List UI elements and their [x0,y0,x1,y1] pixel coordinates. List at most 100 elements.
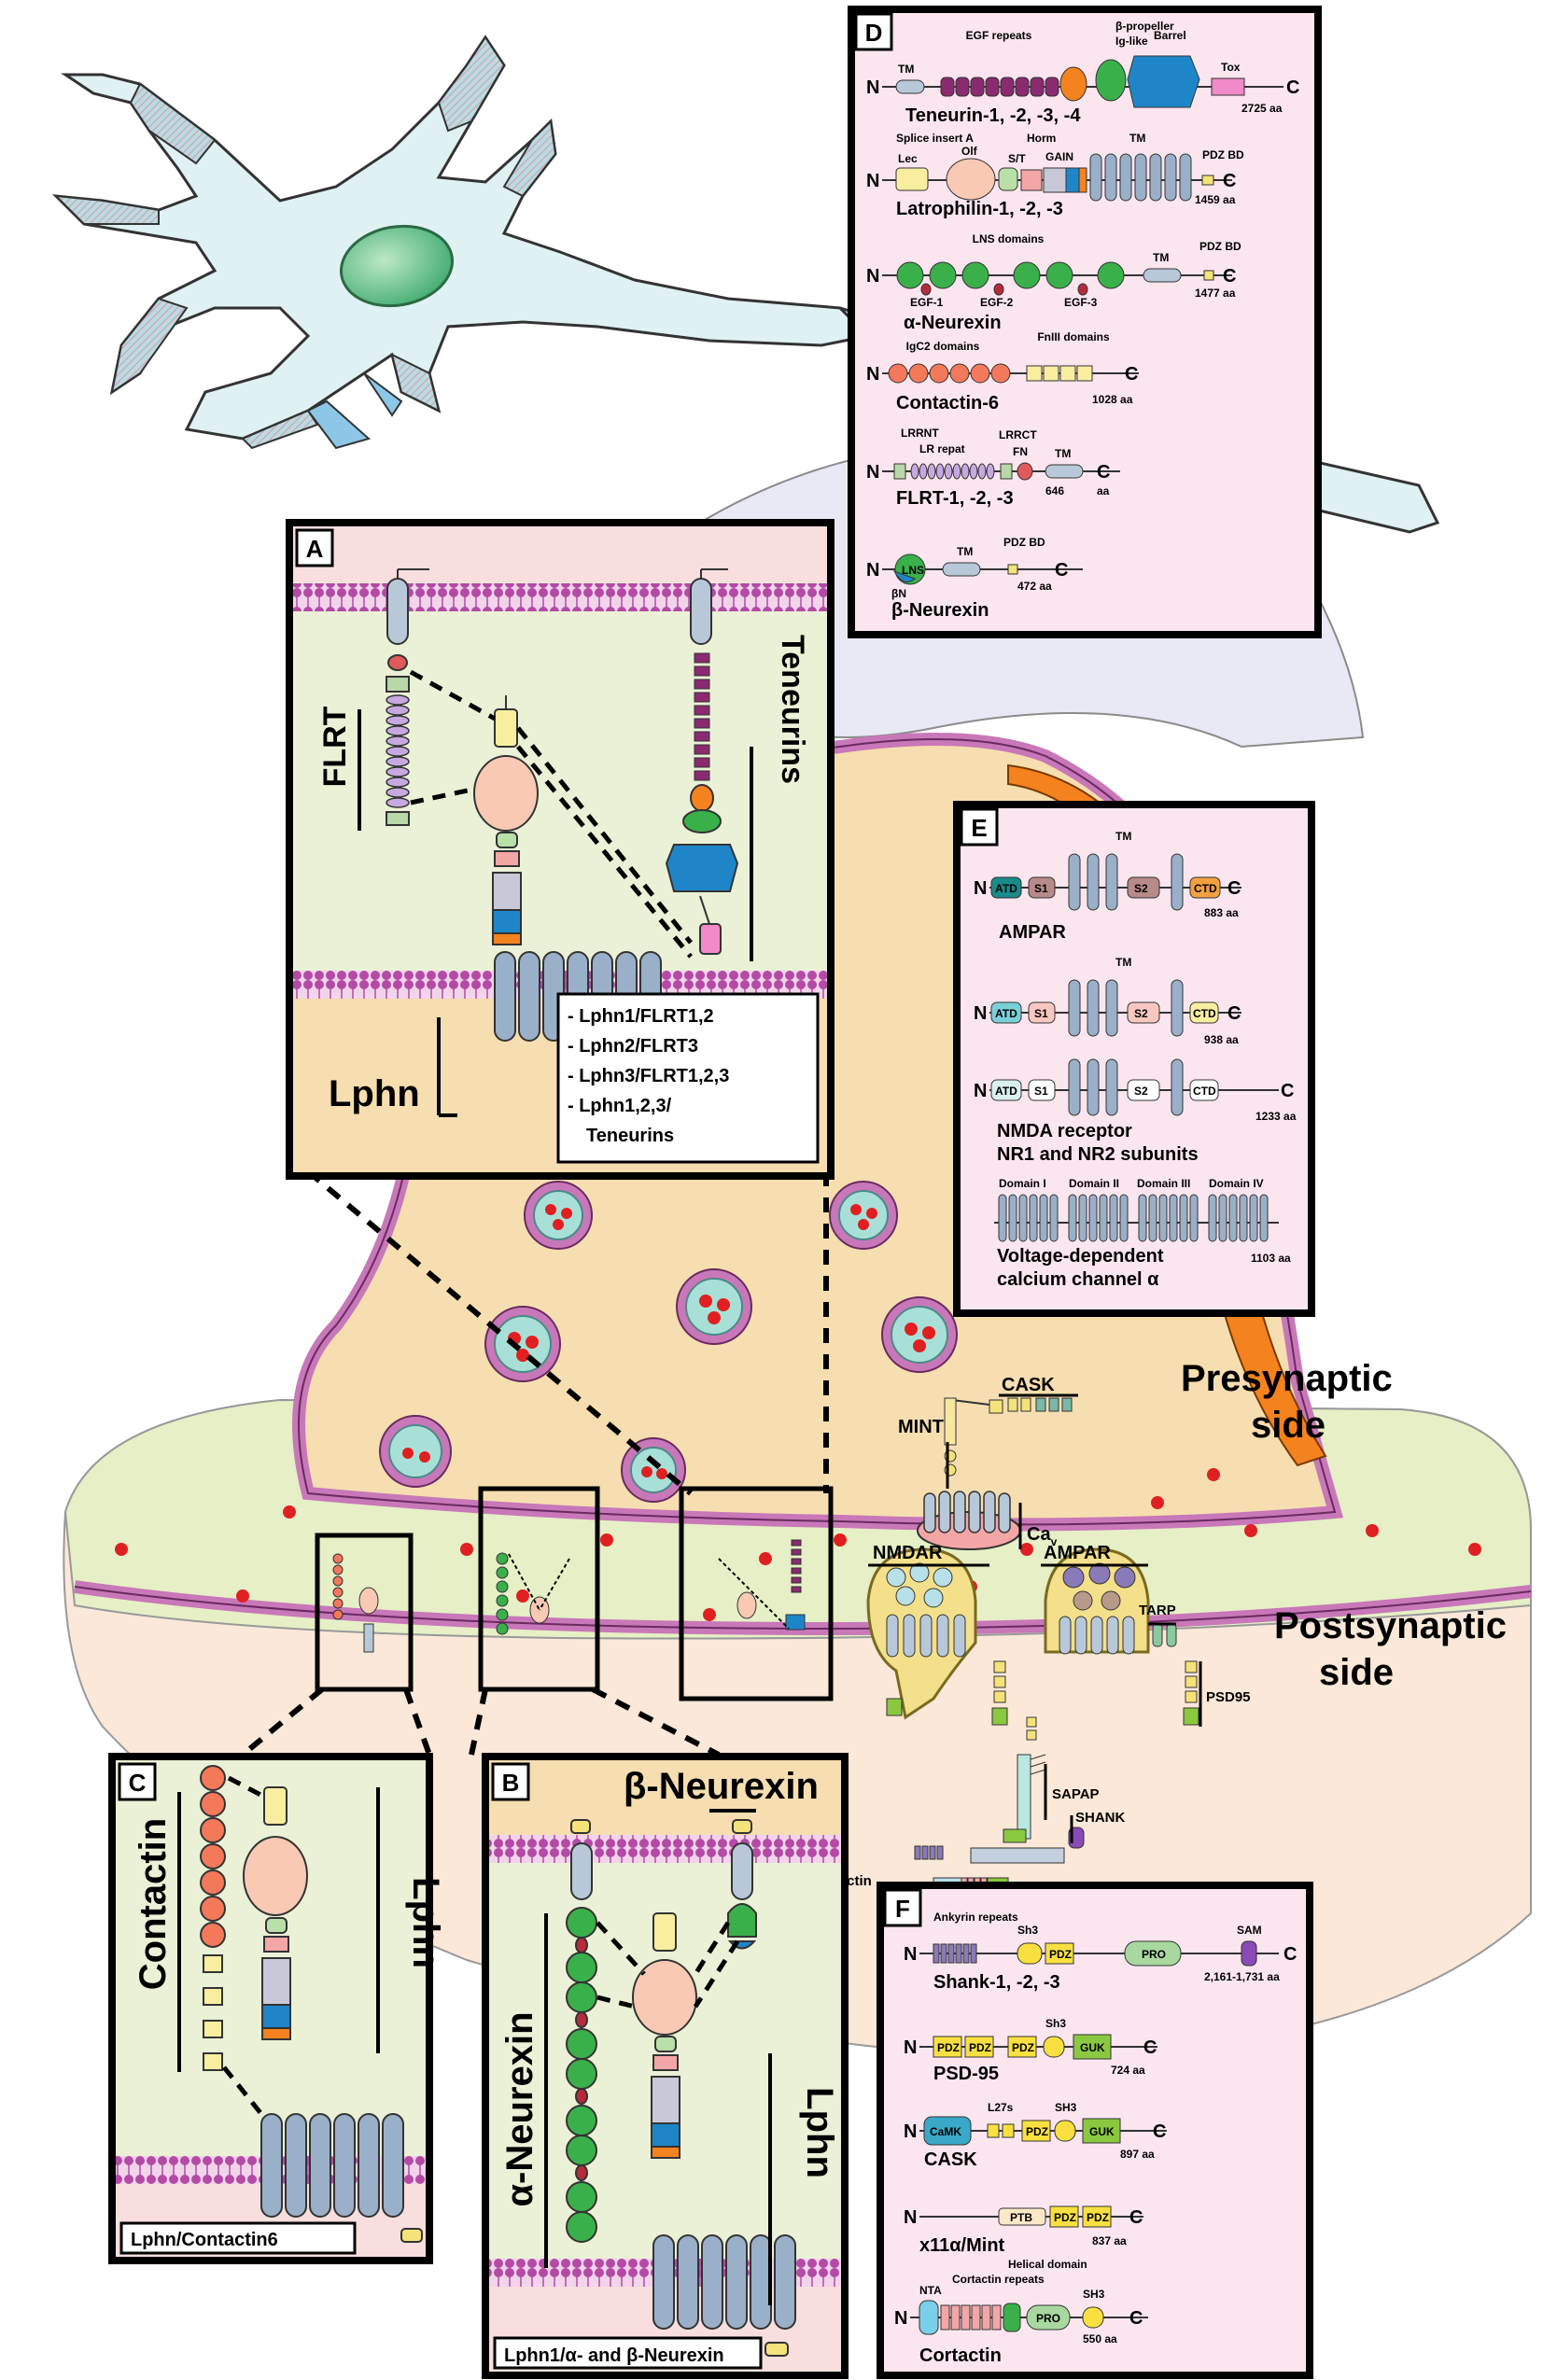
svg-text:TM: TM [957,545,973,558]
svg-text:724 aa: 724 aa [1111,2064,1145,2077]
svg-text:N: N [974,1003,987,1024]
svg-text:C: C [1223,266,1236,287]
svg-text:Teneurin-1, -2, -3, -4: Teneurin-1, -2, -3, -4 [905,105,1081,126]
svg-text:1028 aa: 1028 aa [1092,393,1133,406]
svg-text:Domain IV: Domain IV [1209,1177,1264,1190]
svg-text:S2: S2 [1134,882,1148,895]
svg-text:TM: TM [1055,447,1071,460]
svg-text:Lec: Lec [898,152,918,165]
svg-text:TM: TM [1115,830,1131,843]
alpha-neurexin-domain-row: N C LNS domains EGF-1 EGF-2 EGF-3 TM PDZ… [866,232,1241,333]
svg-text:S2: S2 [1134,1085,1148,1098]
tarp-label: TARP [1139,1603,1176,1618]
svg-text:PDZ BD: PDZ BD [1202,148,1244,161]
ampar-domain-row: N C ATD S1 S2 CTD TM 883 aa AMPAR [974,830,1241,943]
svg-text:ATD: ATD [995,1007,1017,1020]
svg-text:β-propeller: β-propeller [1115,20,1174,33]
svg-text:N: N [904,2037,917,2058]
svg-text:PDZ BD: PDZ BD [1003,536,1045,549]
svg-text:C: C [1281,1081,1294,1101]
zoom-box-c [315,1533,414,1692]
svg-text:Cortactin: Cortactin [919,2345,1002,2366]
svg-text:Tox: Tox [1221,61,1241,74]
synaptic-vesicles [379,1181,958,1503]
svg-text:1103 aa: 1103 aa [1251,1252,1291,1265]
panel-b: B β-Neurexin [482,1753,849,2379]
svg-text:βN: βN [891,587,906,600]
svg-text:Sh3: Sh3 [1017,1924,1038,1937]
svg-text:Sh3: Sh3 [1045,2017,1066,2030]
svg-text:PDZ: PDZ [969,2041,991,2054]
svg-text:C: C [1223,171,1236,191]
cask-label: CASK [1002,1375,1055,1395]
panel-f: F N C Ankyrin repeats Sh3 PDZ PRO SAM 2,… [877,1882,1313,2379]
svg-text:N: N [866,462,879,483]
svg-text:Helical domain: Helical domain [1008,2258,1087,2271]
svg-text:L27s: L27s [988,2101,1014,2114]
panel-a-int-2: - Lphn3/FLRT1,2,3 [568,1066,729,1086]
teneurin-domain-row: N C TM EGF repeats β-propeller Ig-like B… [866,20,1299,126]
nr2-domain-row: N C ATD S1 S2 CTD 1233 aa NMDA receptor … [974,1058,1297,1165]
panel-e-letter: E [971,814,987,842]
svg-text:SH3: SH3 [1055,2101,1077,2114]
svg-text:LR repat: LR repat [919,442,965,455]
mint-label: MINT [898,1417,944,1437]
panel-c-lphn-label: Lphn [405,1877,446,1968]
svg-text:Domain II: Domain II [1069,1177,1119,1190]
svg-text:C: C [1129,2207,1143,2228]
svg-text:CTD: CTD [1193,1007,1216,1020]
svg-text:C: C [1227,878,1241,899]
ampar-label: AMPAR [1044,1543,1111,1563]
svg-text:TM: TM [1115,956,1131,969]
svg-text:EGF-3: EGF-3 [1064,296,1098,309]
svg-text:PDZ: PDZ [1049,1948,1072,1961]
panel-b-caption: Lphn1/α- and β-Neurexin [504,2345,724,2366]
svg-text:1459 aa: 1459 aa [1195,193,1236,206]
svg-text:aa: aa [1097,484,1110,497]
svg-text:FN: FN [1013,445,1028,458]
svg-text:IgC2 domains: IgC2 domains [906,340,980,353]
svg-text:PDZ: PDZ [1054,2211,1076,2224]
svg-text:CASK: CASK [924,2149,977,2170]
cask-domain-row: N C CaMK L27s PDZ SH3 GUK 897 aa CASK [904,2101,1167,2170]
svg-text:EGF-2: EGF-2 [980,296,1014,309]
svg-text:C: C [1286,77,1299,98]
shank-domain-row: N C Ankyrin repeats Sh3 PDZ PRO SAM 2,16… [904,1911,1297,1993]
cortactin-domain-row: N C NTA Cortactin repeats Helical domain… [894,2258,1148,2366]
svg-text:PDZ: PDZ [1087,2211,1109,2224]
svg-text:FLRT-1, -2, -3: FLRT-1, -2, -3 [896,488,1014,509]
svg-text:S1: S1 [1034,1085,1048,1098]
panel-d-letter: D [865,19,883,47]
svg-text:C: C [1283,1944,1297,1965]
psd95-domain-row: N C PDZ PDZ PDZ Sh3 GUK 724 aa PSD-95 [904,2017,1157,2084]
svg-text:Ankyrin repeats: Ankyrin repeats [933,1911,1018,1924]
zoom-connectors [241,1169,829,1757]
neurotransmitter-dots [115,1468,1481,1621]
panel-a-int-1: - Lphn2/FLRT3 [568,1036,698,1057]
svg-text:Barrel: Barrel [1154,29,1186,42]
svg-text:FnIII domains: FnIII domains [1037,330,1110,343]
svg-text:x11α/Mint: x11α/Mint [919,2235,1005,2256]
panel-a-int-0: - Lphn1/FLRT1,2 [568,1006,714,1027]
svg-text:N: N [866,364,879,385]
postsynaptic-label-line2: side [1319,1652,1394,1693]
svg-text:Ig-like: Ig-like [1115,35,1148,48]
svg-text:NMDA receptor: NMDA receptor [997,1121,1132,1141]
postsynaptic-signaling-complex: CASK MINT Cav NMDAR AMPAR TARP PSD95 SAP… [810,1375,1251,1894]
svg-text:PTB: PTB [1010,2211,1032,2224]
presynaptic-label-line2: side [1251,1405,1326,1446]
svg-text:Cortactin repeats: Cortactin repeats [952,2273,1045,2286]
panel-a: A [286,519,835,1180]
svg-text:N: N [904,2121,917,2142]
svg-text:C: C [1125,364,1138,385]
svg-text:GAIN: GAIN [1045,150,1073,163]
svg-text:N: N [894,2308,907,2329]
svg-text:S1: S1 [1034,1007,1048,1020]
flrt-domain-row: N C LRRNT LR repat LRRCT FN TM 646 aa FL… [866,427,1120,509]
svg-text:646: 646 [1045,484,1064,497]
svg-text:837 aa: 837 aa [1092,2234,1127,2247]
svg-text:C: C [1143,2037,1157,2058]
svg-text:SAM: SAM [1237,1924,1262,1937]
svg-text:Olf: Olf [961,145,978,158]
